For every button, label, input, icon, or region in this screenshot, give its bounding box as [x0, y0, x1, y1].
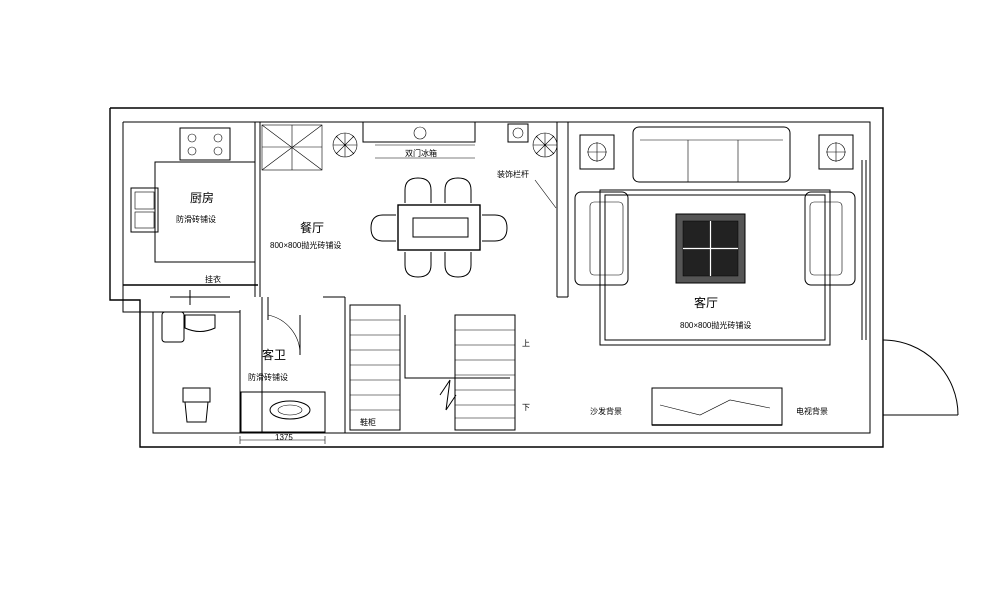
dining-table [370, 177, 508, 278]
sink-oval [269, 400, 311, 420]
guest-bath [161, 311, 326, 433]
shoe-cabinet-label: 鞋柜 [360, 417, 376, 427]
bath-title: 客卫 [262, 347, 286, 362]
fridge-label: 双门冰箱 [405, 148, 437, 158]
tv-backdrop-label: 电视背景 [796, 406, 828, 416]
plant-right [532, 132, 558, 158]
entry-door [882, 339, 959, 416]
lamp-right [818, 134, 854, 170]
bath-dimension: 1375 [239, 433, 326, 444]
sofa-top [632, 126, 791, 183]
coat-label: 挂衣 [205, 274, 221, 284]
dimension-label: 1375 [275, 433, 293, 442]
tv-cabinet [651, 387, 783, 426]
kitchen-floor-note: 防滑砖铺设 [176, 214, 216, 224]
dining-floor-note: 800×800抛光砖铺设 [270, 240, 341, 250]
railing-leader [534, 179, 557, 209]
living-floor-note: 800×800抛光砖铺设 [680, 320, 751, 330]
toilet-bowl [184, 401, 209, 423]
toilet-tank [182, 387, 211, 403]
living-room-furniture [574, 126, 856, 346]
sofa-left [574, 191, 629, 286]
sofa-backdrop-label: 沙发背景 [590, 406, 622, 416]
interior-walls [153, 122, 569, 433]
staircase [349, 304, 516, 431]
bath-floor-note: 防滑砖铺设 [248, 372, 288, 382]
stairs-down-label: 下 [522, 403, 530, 412]
handrail [404, 315, 510, 379]
stairs-up-label: 上 [522, 339, 530, 348]
basin-left [161, 311, 185, 343]
fridge-area: 双门冰箱 [362, 121, 529, 159]
kitchen-title: 厨房 [190, 190, 214, 205]
plant-left [332, 132, 358, 158]
kitchen: 厨房 防滑砖铺设 挂衣 [123, 127, 258, 305]
dining-title: 餐厅 [300, 220, 324, 235]
sofa-right [804, 191, 856, 286]
railing-label: 装饰栏杆 [497, 169, 529, 179]
lamp-left [579, 134, 615, 170]
area-rug [675, 213, 746, 284]
living-title: 客厅 [694, 295, 718, 310]
window-right [861, 160, 867, 340]
wash-basin [184, 314, 216, 332]
stove [179, 127, 231, 161]
kitchen-sink [130, 187, 159, 233]
exterior-walls [109, 107, 884, 448]
stair-break-line [439, 379, 457, 411]
entry-trellis [261, 124, 323, 171]
carpet-outline [599, 189, 831, 346]
